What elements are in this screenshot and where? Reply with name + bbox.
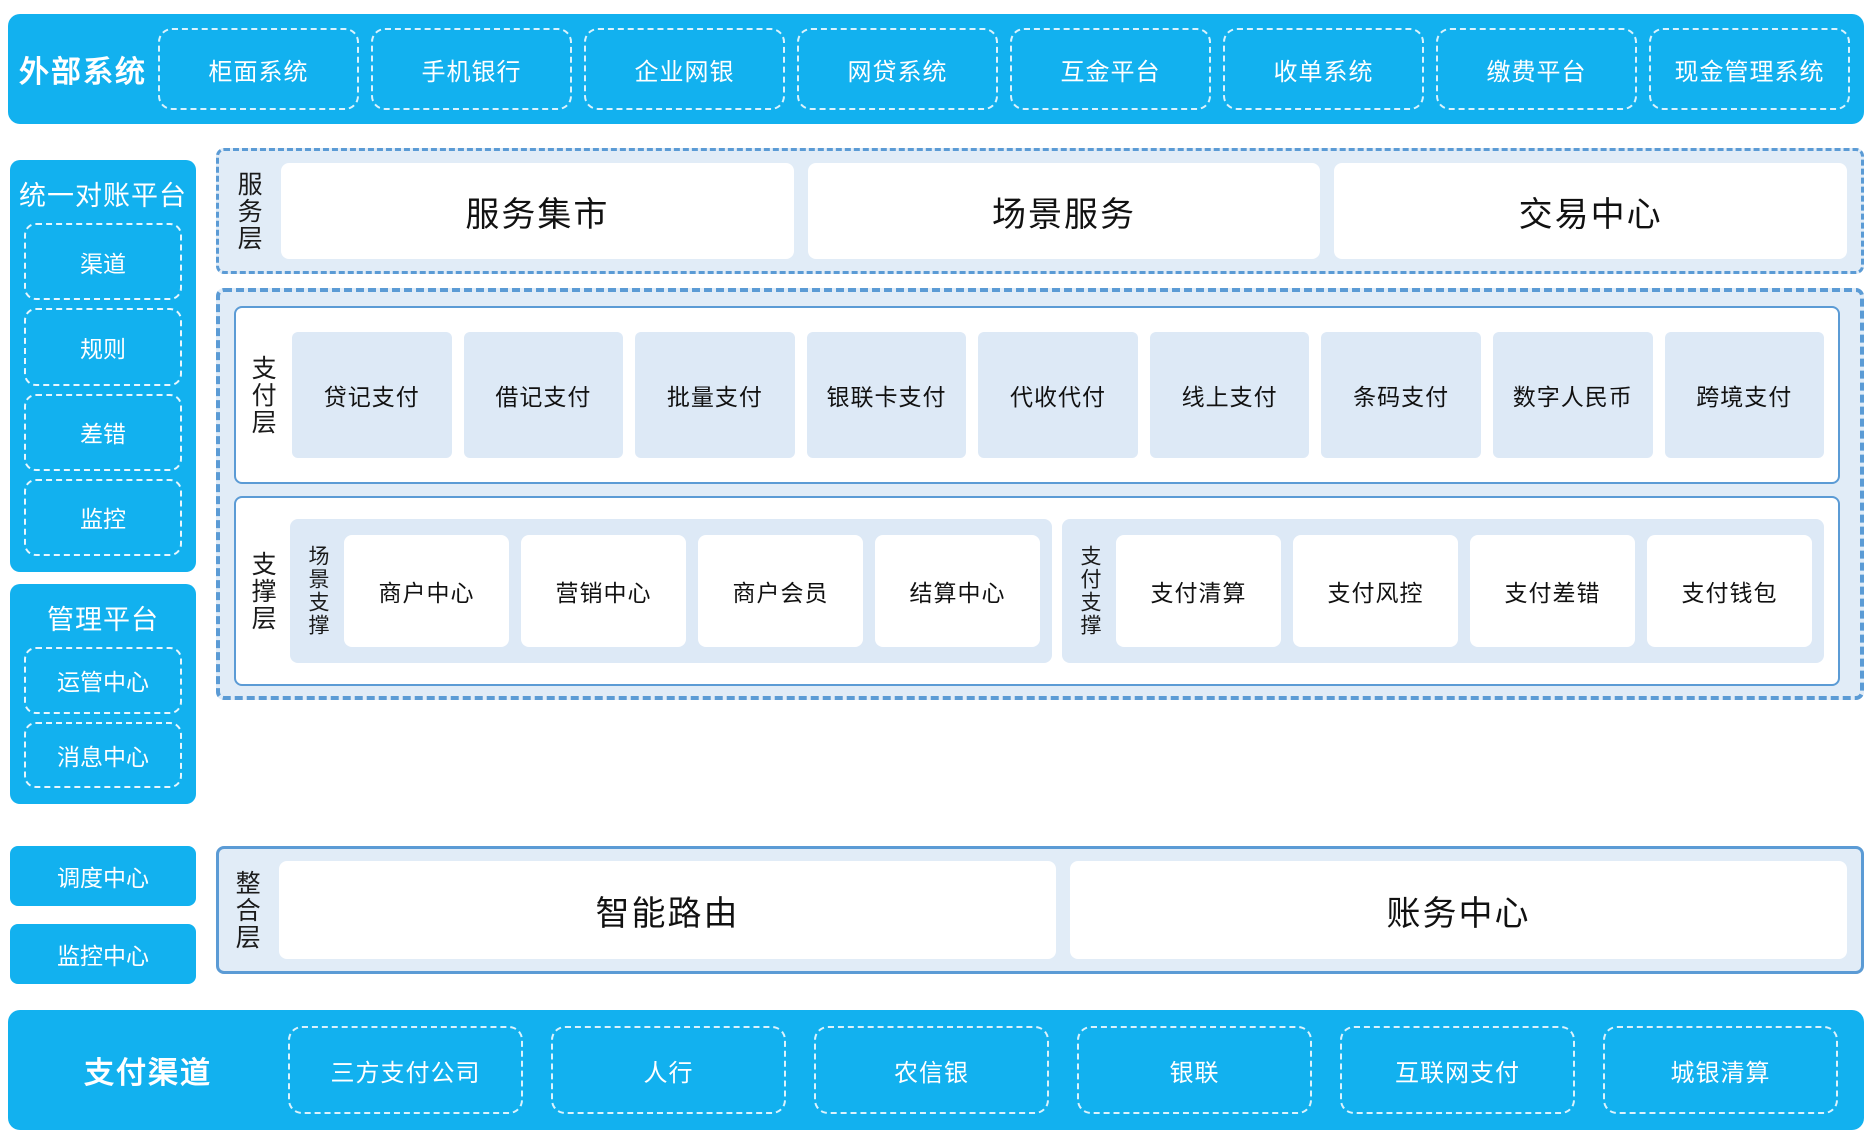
payment-item-crossborder[interactable]: 跨境支付 [1664,332,1825,458]
payment-channels-band: 支付渠道 三方支付公司 人行 农信银 银联 互联网支付 城银清算 [8,1010,1864,1130]
management-item-message[interactable]: 消息中心 [24,721,182,788]
payment-item-barcode[interactable]: 条码支付 [1321,332,1481,458]
payment-channel-chip-0[interactable]: 三方支付公司 [288,1026,523,1114]
support-item-payment-risk[interactable]: 支付风控 [1293,535,1458,647]
payment-item-credit[interactable]: 贷记支付 [292,332,452,458]
service-item-transaction[interactable]: 交易中心 [1334,163,1848,259]
payment-channel-chip-2[interactable]: 农信银 [814,1026,1049,1114]
integration-layer-box: 整合层 智能路由 账务中心 [216,846,1864,974]
payment-layer-box: 支付层 贷记支付 借记支付 批量支付 银联卡支付 代收代付 线上支付 条码支付 … [234,306,1840,484]
integration-item-accounting[interactable]: 账务中心 [1070,861,1847,959]
management-platform-title: 管理平台 [47,605,159,635]
reconciliation-item-channel[interactable]: 渠道 [24,223,182,301]
payment-layer-label: 支付层 [248,354,277,436]
external-system-chip-7[interactable]: 现金管理系统 [1649,28,1850,110]
monitor-center-card[interactable]: 监控中心 [10,924,196,984]
management-platform-card: 管理平台 运管中心 消息中心 [10,584,196,804]
integration-item-smart-routing[interactable]: 智能路由 [279,861,1056,959]
service-layer-group: 服务层 服务集市 场景服务 交易中心 [216,148,1864,274]
support-group-payment: 支付支撑 支付清算 支付风控 支付差错 支付钱包 [1062,519,1824,663]
reconciliation-item-rule[interactable]: 规则 [24,308,182,386]
support-item-merchant-center[interactable]: 商户中心 [344,535,509,647]
management-item-operations[interactable]: 运管中心 [24,647,182,714]
payment-channel-chip-5[interactable]: 城银清算 [1603,1026,1838,1114]
support-group-scenario: 场景支撑 商户中心 营销中心 商户会员 结算中心 [290,519,1052,663]
support-layer-label: 支撑层 [248,550,277,632]
payment-channel-chip-1[interactable]: 人行 [551,1026,786,1114]
external-system-chip-0[interactable]: 柜面系统 [158,28,359,110]
support-group-payment-label: 支付支撑 [1078,545,1102,637]
reconciliation-item-monitor[interactable]: 监控 [24,478,182,556]
support-item-merchant-member[interactable]: 商户会员 [698,535,863,647]
external-system-chip-2[interactable]: 企业网银 [584,28,785,110]
payment-channel-chip-4[interactable]: 互联网支付 [1340,1026,1575,1114]
payment-channel-chip-3[interactable]: 银联 [1077,1026,1312,1114]
payment-item-batch[interactable]: 批量支付 [635,332,795,458]
reconciliation-platform-card: 统一对账平台 渠道 规则 差错 监控 [10,160,196,572]
reconciliation-platform-title: 统一对账平台 [19,181,187,211]
payment-item-debit[interactable]: 借记支付 [463,332,624,458]
service-item-scenario[interactable]: 场景服务 [807,163,1321,259]
dispatch-center-card[interactable]: 调度中心 [10,846,196,906]
service-item-marketplace[interactable]: 服务集市 [281,163,794,259]
external-system-chip-1[interactable]: 手机银行 [371,28,572,110]
payment-channels-items: 三方支付公司 人行 农信银 银联 互联网支付 城银清算 [288,1026,1848,1114]
external-system-chip-5[interactable]: 收单系统 [1223,28,1424,110]
support-item-payment-wallet[interactable]: 支付钱包 [1647,535,1812,647]
support-item-payment-clearing[interactable]: 支付清算 [1116,535,1281,647]
support-item-marketing-center[interactable]: 营销中心 [521,535,686,647]
payment-item-online[interactable]: 线上支付 [1149,332,1310,458]
support-group-scenario-label: 场景支撑 [306,545,330,637]
external-system-chip-6[interactable]: 缴费平台 [1436,28,1637,110]
external-systems-title: 外部系统 [19,56,147,89]
support-layer-box: 支撑层 场景支撑 商户中心 营销中心 商户会员 结算中心 支付支撑 支付清算 支… [234,496,1840,686]
service-layer-label: 服务层 [234,170,263,252]
external-system-chip-4[interactable]: 互金平台 [1010,28,1211,110]
payment-support-outer-group: 支付层 贷记支付 借记支付 批量支付 银联卡支付 代收代付 线上支付 条码支付 … [216,288,1864,700]
external-system-chip-3[interactable]: 网贷系统 [797,28,998,110]
payment-item-dcep[interactable]: 数字人民币 [1492,332,1653,458]
payment-channels-title: 支付渠道 [84,1057,212,1090]
reconciliation-item-error[interactable]: 差错 [24,393,182,471]
external-systems-items: 柜面系统 手机银行 企业网银 网贷系统 互金平台 收单系统 缴费平台 现金管理系… [158,28,1850,110]
support-item-payment-error[interactable]: 支付差错 [1470,535,1635,647]
integration-layer-label: 整合层 [232,869,261,951]
payment-item-collection[interactable]: 代收代付 [978,332,1138,458]
external-systems-band: 外部系统 柜面系统 手机银行 企业网银 网贷系统 互金平台 收单系统 缴费平台 … [8,14,1864,124]
support-item-settlement-center[interactable]: 结算中心 [875,535,1040,647]
payment-item-unionpay[interactable]: 银联卡支付 [806,332,967,458]
